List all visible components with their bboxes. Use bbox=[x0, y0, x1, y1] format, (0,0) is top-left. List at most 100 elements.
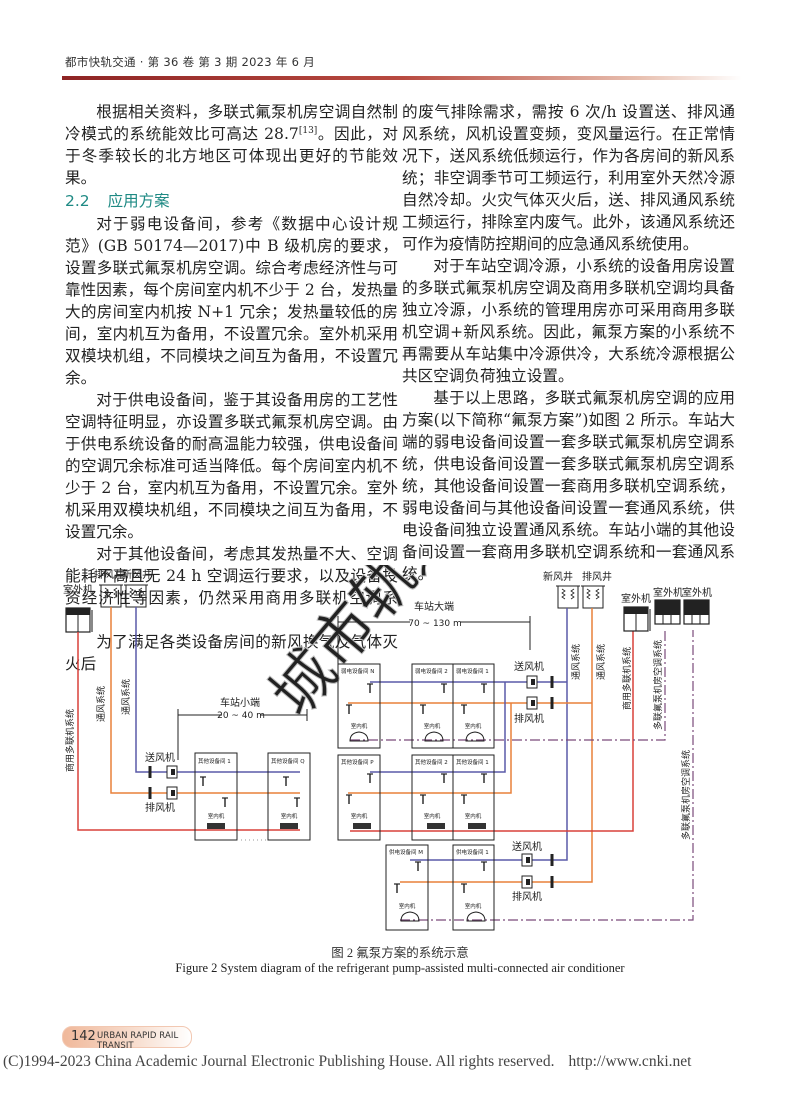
supply-fan-icon bbox=[166, 765, 178, 779]
indoor-unit-label: 室内机 bbox=[465, 812, 482, 820]
room: 其他设备间 Q 室内机 bbox=[267, 752, 311, 841]
room: 其他设备间 1 室内机 bbox=[194, 752, 238, 841]
damper-icon bbox=[148, 787, 152, 799]
copyright-line: (C)1994-2023 China Academic Journal Elec… bbox=[3, 1053, 691, 1071]
exhaust-shaft-icon bbox=[580, 585, 606, 609]
system-label: 多联氟泵机房空调系统 bbox=[680, 750, 692, 840]
outdoor-unit-label: 室外机 bbox=[653, 586, 683, 599]
indoor-unit-label: 室内机 bbox=[351, 722, 368, 730]
page-number: 142 bbox=[71, 1029, 96, 1044]
indoor-unit-label: 室内机 bbox=[351, 812, 368, 820]
room: 其他设备间 2 室内机 bbox=[411, 754, 454, 841]
fresh-air-shaft-icon bbox=[555, 585, 581, 609]
running-header: 都市快轨交通 · 第 36 卷 第 3 期 2023 年 6 月 bbox=[65, 55, 315, 69]
watermark: 城市轨道交通 bbox=[256, 565, 551, 730]
indoor-unit-label: 室内机 bbox=[465, 722, 482, 730]
supply-fan-label: 送风机 bbox=[145, 751, 175, 764]
indoor-unit-label: 室内机 bbox=[281, 812, 298, 820]
indoor-unit-label: 室内机 bbox=[465, 902, 482, 910]
supply-fan-label: 送风机 bbox=[512, 840, 542, 853]
room: 供电设备间 M 室内机 bbox=[385, 844, 429, 931]
room: 弱电设备间 2 室内机 bbox=[411, 663, 454, 749]
indoor-unit-label: 室内机 bbox=[424, 812, 441, 820]
outdoor-unit-icon bbox=[654, 599, 681, 625]
paragraph: 根据相关资料，多联式氟泵机房空调自然制冷模式的系统能效比可高达 28.7[13]… bbox=[65, 101, 398, 189]
exhaust-shaft-icon bbox=[98, 584, 124, 608]
section-title: 应用方案 bbox=[107, 192, 170, 210]
room-label: 其他设备间 2 bbox=[415, 758, 448, 766]
paragraph: 对于弱电设备间，参考《数据中心设计规范》(GB 50174—2017)中 B 级… bbox=[65, 215, 398, 387]
system-label: 商用多联机系统 bbox=[64, 709, 76, 772]
exhaust-fan-icon bbox=[166, 786, 178, 800]
system-label: 通风系统 bbox=[95, 686, 107, 722]
indoor-unit-icon bbox=[207, 823, 225, 829]
exhaust-fan-label: 排风机 bbox=[145, 801, 175, 814]
outdoor-unit-label: 室外机 bbox=[621, 592, 651, 605]
room-label: 弱电设备间 2 bbox=[415, 667, 448, 675]
figure-caption-zh: 图 2 氟泵方案的系统示意 bbox=[331, 946, 469, 960]
indoor-unit-label: 室内机 bbox=[399, 902, 416, 910]
paragraph: 对于供电设备间，鉴于其设备用房的工艺性空调特征明显，亦设置多联式氟泵机房空调。由… bbox=[65, 391, 398, 541]
commercial-vrf-pipe bbox=[77, 632, 300, 831]
figure-caption-en: Figure 2 System diagram of the refrigera… bbox=[175, 961, 625, 975]
room-label: 弱电设备间 N bbox=[341, 667, 374, 675]
fresh-air-shaft-icon bbox=[123, 584, 149, 608]
fresh-air-shaft-label: 新风井 bbox=[543, 570, 573, 583]
page-footer-badge: 142 URBAN RAPID RAIL TRANSIT bbox=[62, 1026, 192, 1051]
paragraph: 对于其他设备间，考虑其发热量不大、空调能耗不高且无 24 h 空调运行要求，以及… bbox=[65, 545, 398, 629]
supply-fan-label: 送风机 bbox=[514, 660, 544, 673]
header-rule bbox=[62, 76, 742, 80]
room-label: 其他设备间 1 bbox=[456, 758, 489, 766]
system-label: 通风系统 bbox=[595, 644, 607, 680]
room: 其他设备间 P 室内机 bbox=[337, 754, 381, 841]
exhaust-fan-label: 排风机 bbox=[512, 890, 542, 903]
outdoor-unit-icon bbox=[683, 599, 710, 625]
room-label: 其他设备间 P bbox=[341, 758, 374, 766]
paragraph-text: 根据相关资料，多联式氟泵机房空调自然制冷模式的系统能效比可高达 28.7 bbox=[65, 103, 398, 143]
outdoor-unit-icon bbox=[65, 607, 94, 633]
room-label: 弱电设备间 1 bbox=[456, 667, 489, 675]
exhaust-shaft-label: 排风井 bbox=[582, 570, 612, 583]
copyright-text: (C)1994-2023 China Academic Journal Elec… bbox=[3, 1053, 555, 1070]
paragraph: 对于车站空调冷源，小系统的设备用房设置的多联式氟泵机房空调及商用多联机空调均具备… bbox=[402, 257, 735, 385]
paragraph-text: 。因此，对于冬季较长的北方地区可体现出更好的节能效果。 bbox=[65, 125, 398, 187]
system-label: 商用多联机系统 bbox=[621, 647, 633, 710]
outdoor-unit-label: 室外机 bbox=[682, 586, 712, 599]
room-label: 其他设备间 1 bbox=[198, 757, 231, 765]
room: 供电设备间 1 室内机 bbox=[452, 844, 495, 931]
paragraph: 为了满足各类设备房间的新风换气及气体灭火后 bbox=[65, 633, 398, 673]
room: 其他设备间 1 室内机 bbox=[452, 754, 495, 841]
system-label: 多联氟泵机房空调系统 bbox=[652, 640, 664, 730]
supply-duct bbox=[135, 607, 300, 773]
room: 弱电设备间 N 室内机 bbox=[337, 663, 381, 749]
small-end-label: 车站小端 bbox=[220, 696, 260, 709]
indoor-unit-label: 室内机 bbox=[208, 812, 225, 820]
cnki-link[interactable]: http://www.cnki.net bbox=[568, 1053, 692, 1070]
paragraph: 的废气排除需求，需按 6 次/h 设置送、排风通风系统，风机设置变频，变风量运行… bbox=[402, 103, 735, 253]
exhaust-duct bbox=[110, 607, 300, 794]
citation: [13] bbox=[298, 125, 318, 136]
outdoor-unit-icon bbox=[623, 606, 652, 632]
indoor-unit-icon bbox=[280, 823, 298, 829]
system-label: 通风系统 bbox=[570, 644, 582, 680]
room: 弱电设备间 1 室内机 bbox=[452, 663, 495, 749]
paragraph: 基于以上思路，多联式氟泵机房空调的应用方案(以下简称“氟泵方案”)如图 2 所示… bbox=[402, 389, 735, 583]
section-heading: 2.2 应用方案 bbox=[65, 189, 398, 213]
room-label: 其他设备间 Q bbox=[271, 757, 305, 765]
room-label: 供电设备间 1 bbox=[456, 848, 489, 856]
fresh-air-shaft-label: 新风井 bbox=[122, 568, 152, 581]
outdoor-unit-label: 室外机 bbox=[63, 583, 93, 596]
exhaust-shaft-label: 排风井 bbox=[94, 568, 124, 581]
large-end-length: 70 ~ 130 m bbox=[408, 619, 462, 629]
system-diagram: 城市轨道交通 室外机 排风井 新风井 商用多联机系统 通风系统 通风系统 车站小… bbox=[63, 565, 712, 931]
room-label: 供电设备间 M bbox=[389, 848, 423, 856]
damper-icon bbox=[148, 766, 152, 778]
journal-name: URBAN RAPID RAIL TRANSIT bbox=[97, 1031, 179, 1051]
indoor-unit-label: 室内机 bbox=[424, 722, 441, 730]
exhaust-fan-label: 排风机 bbox=[514, 712, 544, 725]
large-end-label: 车站大端 bbox=[414, 600, 454, 613]
small-end-length: 20 ~ 40 m bbox=[217, 711, 265, 721]
left-column: 根据相关资料，多联式氟泵机房空调自然制冷模式的系统能效比可高达 28.7[13]… bbox=[65, 101, 398, 675]
section-number: 2.2 bbox=[65, 192, 90, 210]
system-label: 通风系统 bbox=[120, 679, 132, 715]
